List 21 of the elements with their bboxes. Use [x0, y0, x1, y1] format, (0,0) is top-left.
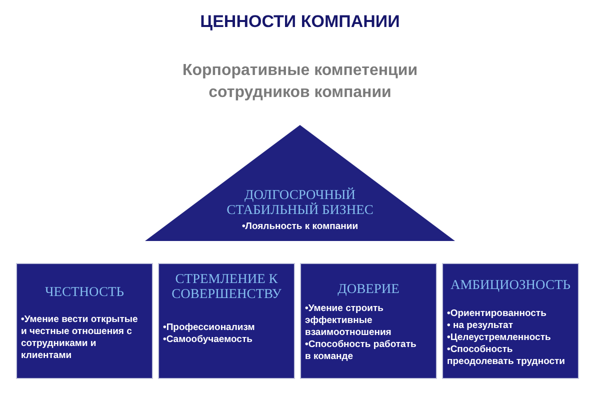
value-box	[442, 263, 579, 379]
value-heading: ЧЕСТНОСТЬ	[44, 284, 125, 299]
value-box	[16, 263, 153, 379]
bullet-text: •Самообучаемость	[163, 334, 254, 346]
bullet-text: •Профессионализм	[163, 322, 256, 334]
value-heading: АМБИЦИОЗНОСТЬ	[450, 277, 572, 292]
bullet-text: •Ориентированность	[447, 308, 548, 320]
bullet-text: •Лояльность к компании	[242, 221, 358, 232]
value-heading: СТРЕМЛЕНИЕ К СОВЕРШЕНСТВУ	[170, 271, 282, 301]
bullet-text: •Способность работать в команде	[305, 339, 418, 363]
value-box	[158, 263, 295, 379]
value-heading: ДОВЕРИЕ	[336, 281, 400, 296]
value-heading: ДОЛГОСРОЧНЫЙ СТАБИЛЬНЫЙ БИЗНЕС	[226, 187, 374, 217]
bullet-text: • на результат	[447, 320, 514, 332]
bullet-text: •Умение вести открытые и честные отношения с сотрудниками и клиентами	[21, 314, 139, 362]
bullet-text: •Умение строить эффективные взаимоотношения	[305, 303, 392, 339]
value-box	[300, 263, 437, 379]
bullet-text: •Целеустремленность	[447, 332, 552, 344]
page-title: ЦЕННОСТИ КОМПАНИИ	[200, 12, 400, 32]
subtitle: Корпоративные компетенции сотрудников компании	[181, 61, 419, 103]
bullet-text: •Способность преодолевать трудности	[447, 344, 566, 368]
